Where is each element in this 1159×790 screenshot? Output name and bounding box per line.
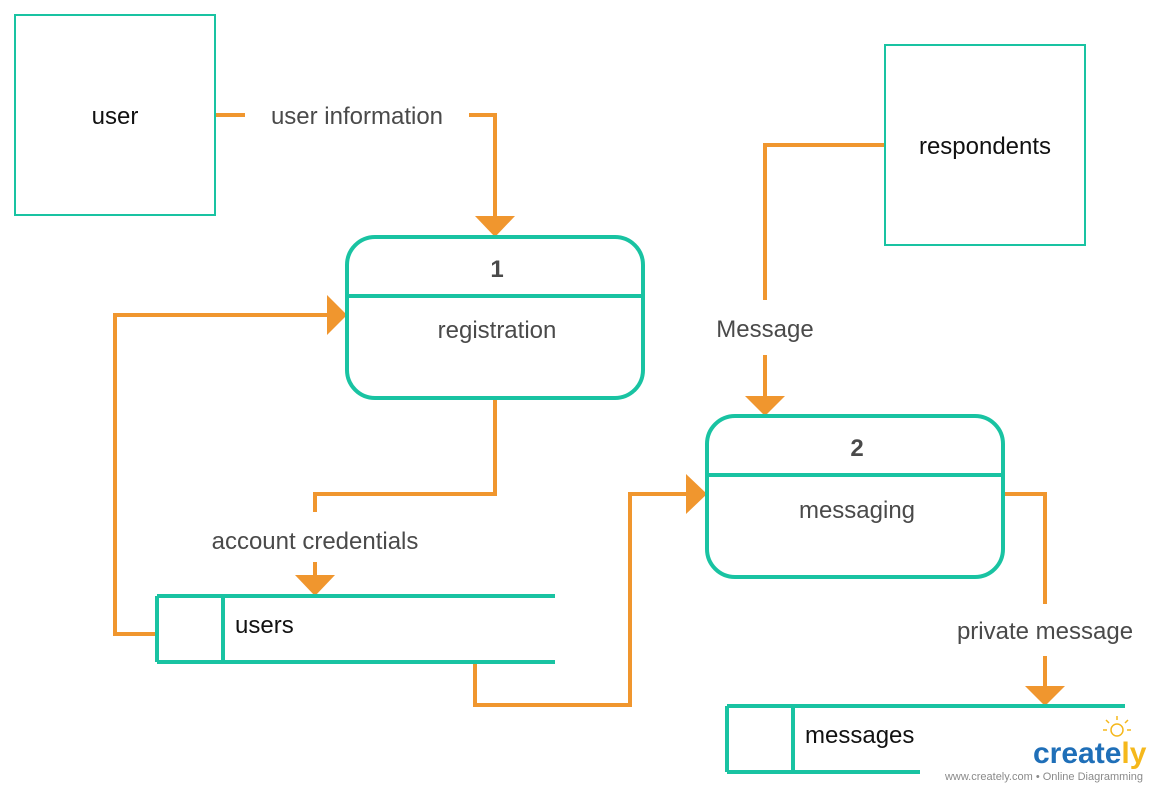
process-registration[interactable]: 1 registration	[345, 235, 645, 400]
arrowhead-down-messages	[1025, 686, 1065, 706]
entity-user-label: user	[92, 103, 139, 130]
flow-label-user-information: user information	[271, 103, 443, 130]
creately-logo: creately www.creately.com • Online Diagr…	[944, 716, 1147, 783]
process-messaging-label: messaging	[799, 497, 915, 524]
lightbulb-icon	[1103, 716, 1131, 737]
flow-label-private-message: private message	[957, 618, 1133, 645]
flow-user-information-line-2[interactable]	[469, 113, 497, 218]
flow-account-credentials-line[interactable]	[313, 394, 497, 512]
creately-wordmark: creately	[1033, 737, 1147, 770]
creately-tagline: www.creately.com • Online Diagramming	[944, 771, 1143, 783]
flow-private-message-line[interactable]	[1003, 492, 1047, 604]
arrowhead-right-registration	[327, 295, 347, 335]
entity-user[interactable]: user	[14, 14, 216, 216]
process-registration-label: registration	[438, 317, 557, 344]
datastore-messages[interactable]: messages	[725, 704, 1125, 774]
process-messaging-number: 2	[850, 435, 863, 462]
process-registration-number: 1	[490, 256, 503, 283]
arrowhead-right-messaging	[686, 474, 707, 514]
entity-respondents[interactable]: respondents	[884, 44, 1086, 246]
arrowhead-down-users	[295, 575, 335, 596]
datastore-messages-label: messages	[805, 722, 914, 749]
flow-users-to-registration-line[interactable]	[113, 313, 330, 636]
flow-message-line[interactable]	[763, 143, 885, 300]
creately-wordmark-e: e	[1105, 737, 1122, 770]
creately-wordmark-main: creat	[1033, 737, 1105, 770]
flow-label-account-credentials: account credentials	[212, 528, 419, 555]
flow-users-to-messaging-line[interactable]	[473, 492, 690, 707]
arrowhead-down-registration	[475, 216, 515, 237]
entity-respondents-label: respondents	[919, 133, 1051, 160]
flow-label-message: Message	[716, 316, 813, 343]
datastore-users[interactable]: users	[155, 594, 555, 664]
process-messaging[interactable]: 2 messaging	[705, 414, 1005, 579]
arrowheads	[295, 216, 1065, 706]
arrowhead-down-messaging	[745, 396, 785, 416]
flow-lines	[113, 113, 1047, 707]
datastore-users-label: users	[235, 612, 294, 639]
creately-wordmark-tail: ly	[1121, 737, 1146, 770]
